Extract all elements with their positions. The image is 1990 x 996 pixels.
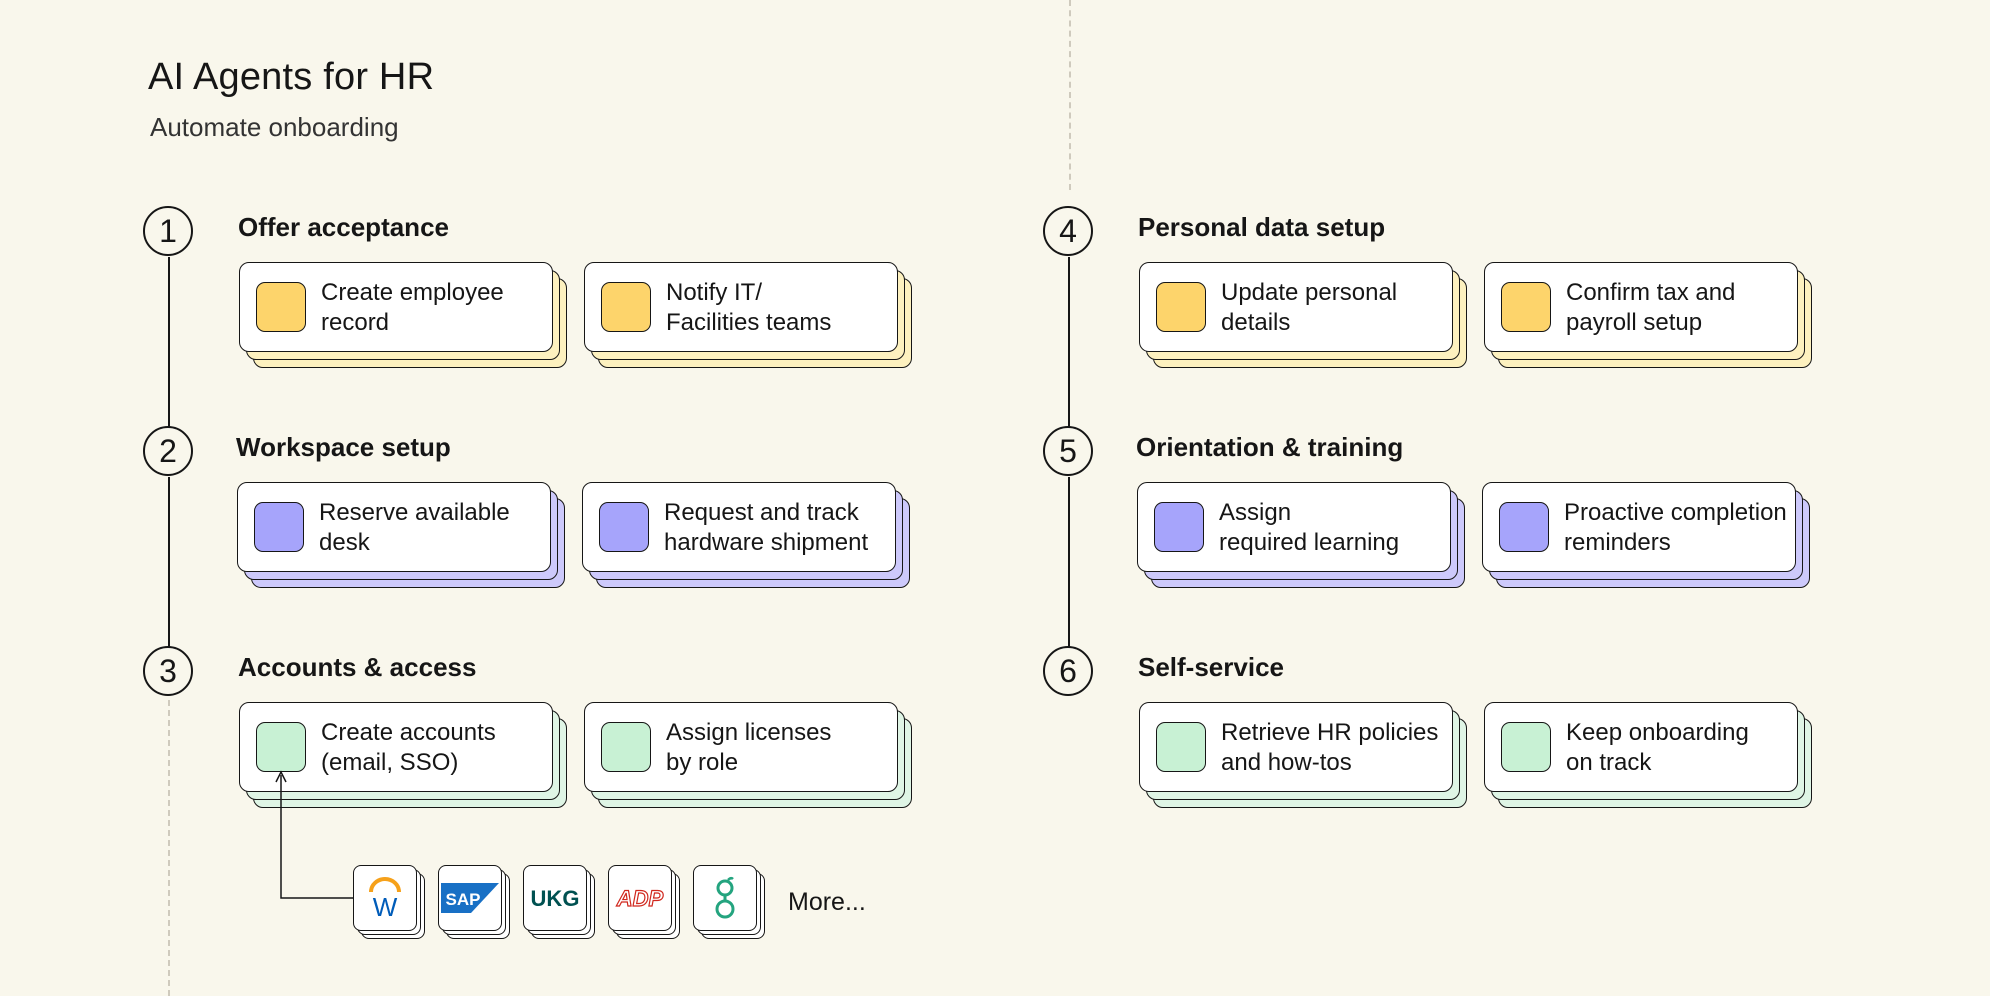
task-color-chip	[1501, 282, 1551, 332]
task-color-chip	[254, 502, 304, 552]
task-color-chip	[1156, 282, 1206, 332]
center-dashed-divider	[1069, 0, 1071, 190]
logo-text: W	[373, 892, 398, 920]
task-card-confirm-tax-payroll[interactable]: Confirm tax and payroll setup	[1484, 262, 1812, 368]
step-title-2: Workspace setup	[236, 432, 451, 462]
logo-text: SAP	[446, 890, 481, 909]
task-label: Reserve available desk	[319, 499, 510, 556]
sap-logo-icon: SAP	[438, 865, 510, 939]
ukg-logo-icon: UKG	[523, 865, 595, 939]
task-label: Request and track hardware shipment	[664, 499, 869, 556]
timeline-line-left-1	[168, 257, 170, 451]
task-card-notify-it-facilities[interactable]: Notify IT/ Facilities teams	[584, 262, 912, 368]
logo-text: ADP	[616, 886, 664, 911]
task-color-chip	[601, 722, 651, 772]
step-title-3: Accounts & access	[238, 652, 477, 682]
task-color-chip	[1501, 722, 1551, 772]
task-card-hardware-shipment[interactable]: Request and track hardware shipment	[582, 482, 910, 588]
task-color-chip	[256, 722, 306, 772]
task-color-chip	[256, 282, 306, 332]
task-card-assign-required-learning[interactable]: Assign required learning	[1137, 482, 1465, 588]
left-dashed-guide	[168, 690, 170, 996]
page-title: AI Agents for HR	[148, 56, 435, 98]
timeline-line-left-2	[168, 477, 170, 671]
step-number-3: 3	[143, 646, 193, 696]
task-label: Create employee record	[321, 279, 504, 336]
adp-logo-icon: ADP	[608, 865, 680, 939]
task-label: Assign required learning	[1219, 499, 1400, 556]
task-color-chip	[599, 502, 649, 552]
step-title-1: Offer acceptance	[238, 212, 449, 242]
task-color-chip	[1499, 502, 1549, 552]
task-label: Confirm tax and payroll setup	[1566, 279, 1736, 336]
timeline-line-right-1	[1068, 257, 1070, 451]
task-card-completion-reminders[interactable]: Proactive completion reminders	[1482, 482, 1810, 588]
task-color-chip	[1154, 502, 1204, 552]
task-card-create-employee-record[interactable]: Create employee record	[239, 262, 567, 368]
task-color-chip	[1156, 722, 1206, 772]
step-number-2: 2	[143, 426, 193, 476]
timeline-line-right-2	[1068, 477, 1070, 671]
step-number-6: 6	[1043, 646, 1093, 696]
task-card-reserve-desk[interactable]: Reserve available desk	[237, 482, 565, 588]
task-label: Notify IT/ Facilities teams	[666, 279, 832, 336]
task-card-assign-licenses[interactable]: Assign licenses by role	[584, 702, 912, 808]
task-label: Update personal details	[1221, 279, 1398, 336]
step-number-5: 5	[1043, 426, 1093, 476]
task-label: Retrieve HR policies and how-tos	[1221, 719, 1439, 776]
step-title-6: Self-service	[1138, 652, 1284, 682]
more-integrations-link[interactable]: More...	[788, 888, 866, 916]
task-card-keep-onboarding-on-track[interactable]: Keep onboarding on track	[1484, 702, 1812, 808]
workday-logo-icon: W	[353, 865, 425, 939]
page-subtitle: Automate onboarding	[150, 112, 399, 142]
step-number-1: 1	[143, 206, 193, 256]
task-card-create-accounts[interactable]: Create accounts (email, SSO)	[239, 702, 567, 808]
step-title-4: Personal data setup	[1138, 212, 1386, 242]
logo-text: UKG	[531, 886, 580, 911]
task-label: Assign licenses by role	[666, 719, 832, 776]
step-title-5: Orientation & training	[1136, 432, 1404, 462]
task-label: Keep onboarding on track	[1566, 719, 1749, 776]
task-label: Proactive completion reminders	[1564, 499, 1787, 556]
greenhouse-logo-icon	[693, 865, 765, 939]
task-card-update-personal-details[interactable]: Update personal details	[1139, 262, 1467, 368]
task-label: Create accounts (email, SSO)	[321, 719, 496, 776]
task-card-retrieve-hr-policies[interactable]: Retrieve HR policies and how-tos	[1139, 702, 1467, 808]
task-color-chip	[601, 282, 651, 332]
step-number-4: 4	[1043, 206, 1093, 256]
